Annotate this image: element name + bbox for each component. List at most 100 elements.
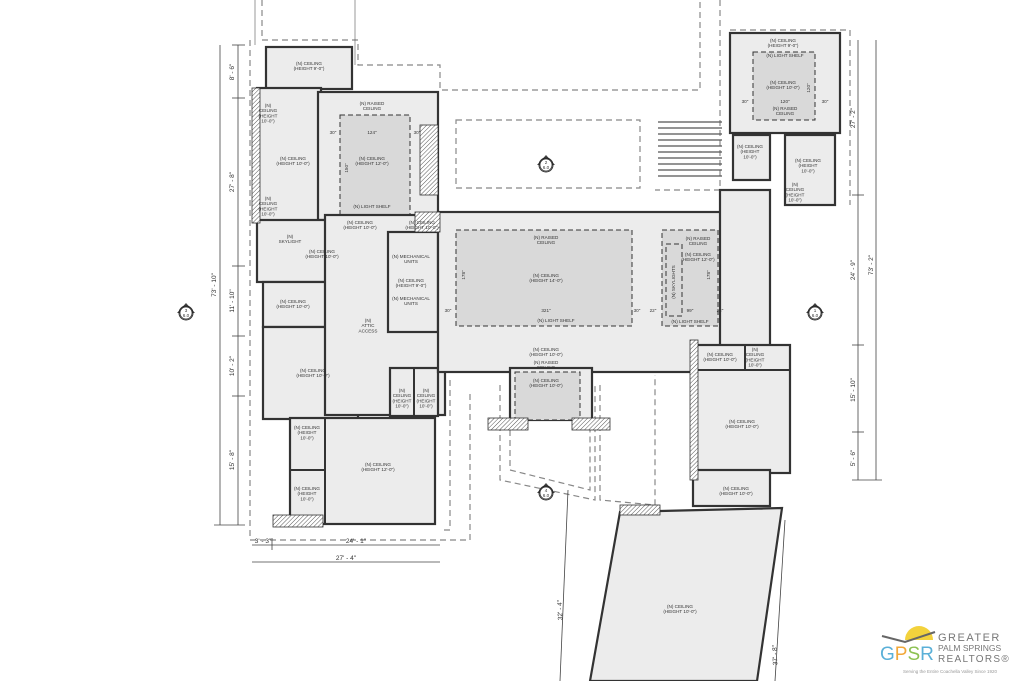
mechanical-room (386, 230, 440, 334)
section-marker-icon: 46.0 (537, 483, 555, 501)
room-label-line: (N) (287, 234, 294, 239)
room-label-line: CEILING (393, 393, 412, 398)
room-label: (N) CEILING(HEIGHT 10'-0") (276, 156, 310, 166)
room-label-line: (N) CEILING (533, 347, 559, 352)
room-label-line: (N) (752, 347, 759, 352)
dimension-left: 27' - 8" (229, 171, 236, 192)
inner-dimension: 30" (742, 99, 749, 104)
room-label: (N) CEILING(HEIGHT 10'-0") (276, 299, 310, 309)
section-marker-icon: 36.0 (177, 303, 195, 321)
inner-dimension: 178" (461, 270, 466, 280)
room-label-line: (N) CEILING (723, 486, 749, 491)
room-label-line: (N) RAISED (686, 236, 711, 241)
room-label-line: (N) CEILING (280, 156, 306, 161)
room-label-line: CEILING (689, 241, 708, 246)
room-label: (N) LIGHT SHELF (671, 319, 708, 324)
room-label: (N) CEILING(HEIGHT 10'-0") (703, 352, 737, 362)
room-label-line: (HEIGHT 10'-0") (703, 357, 737, 362)
room-label-line: (N) RAISED (534, 235, 559, 240)
room-label: (N) CEILING(HEIGHT 9'-0") (768, 38, 799, 48)
room-label-line: (N) CEILING (294, 486, 320, 491)
room-label-line: (HEIGHT 10'-0") (296, 373, 330, 378)
pool-outline (455, 119, 641, 189)
dimension-left: 15' - 8" (229, 449, 236, 470)
room-label: (N) CEILING(HEIGHT 10'-0") (725, 419, 759, 429)
room-label: (N) CEILING(HEIGHT 10'-0") (296, 368, 330, 378)
room-label: (N) CEILING(HEIGHT 10'-0") (663, 604, 697, 614)
dimension-right: 27' - 2" (850, 107, 857, 128)
dimension-right: 5' - 6" (850, 449, 857, 466)
section-markers: 36.026.046.016.0 (177, 155, 824, 501)
room-label-line: (N) (265, 196, 272, 201)
dimension-left: 11' - 10" (229, 289, 236, 313)
room-label-line: CEILING (537, 365, 556, 370)
room-label: (N) CEILING(HEIGHT 10'-0") (766, 80, 800, 90)
room-label-line: CEILING (537, 240, 556, 245)
room-label-line: (N) CEILING (770, 80, 796, 85)
room-label-line: (N) MECHANICAL (392, 254, 430, 259)
dimension-bottom-total: 27' - 4" (336, 555, 357, 562)
inner-dimension: 30" (445, 308, 452, 313)
room-label: (N)SKYLIGHT (279, 234, 302, 244)
room-label-line: (N) CEILING (359, 156, 385, 161)
room-label-line: (HEIGHT 10'-0") (276, 304, 310, 309)
room-label-line: 10'-0") (395, 404, 409, 409)
room-label-line: (HEIGHT 12'-0") (355, 161, 389, 166)
section-marker-number: 4 (545, 488, 548, 493)
room-label-line: (N) CEILING (685, 252, 711, 257)
room-label-line: (HEIGHT 10'-0") (405, 225, 439, 230)
dimension-left: 8' - 6" (229, 63, 236, 80)
room-label-line: ACCESS (359, 328, 378, 333)
inner-dimension: 30" (822, 99, 829, 104)
logo-mark: GPSR (880, 644, 934, 665)
room-label-line: CEILING (417, 393, 436, 398)
room-label-line: (HEIGHT 12'-0") (361, 467, 395, 472)
room-label-line: 10'-0") (300, 435, 314, 440)
room-label-line: (HEIGHT 9'-0") (768, 43, 799, 48)
room-label-line: (N) CEILING (347, 220, 373, 225)
dimension-garage: 37' - 8" (772, 644, 780, 665)
section-marker-sheet: 6.0 (812, 313, 819, 318)
room-label-line: (N) (792, 182, 799, 187)
room-label-line: 10'-0") (300, 496, 314, 501)
room-label: (N) CEILING(HEIGHT 14'-0") (529, 273, 563, 283)
skylights-label: (N) SKYLIGHTS (671, 265, 676, 298)
room-label-line: (N) RAISED (534, 360, 559, 365)
room-label-line: (HEIGHT 10'-0") (343, 225, 377, 230)
room-label-line: (HEIGHT (259, 206, 278, 211)
room-label-line: (N) LIGHT SHELF (537, 318, 574, 323)
room-label-line: (N) (265, 103, 272, 108)
room-label-line: (HEIGHT (799, 163, 818, 168)
room-label-line: (N) CEILING (309, 249, 335, 254)
room-label-line: UNITS (404, 301, 418, 306)
room-label-line: (N) CEILING (300, 368, 326, 373)
dimension-left: 10' - 2" (229, 355, 236, 376)
room-label-line: (N) (399, 388, 406, 393)
room-label: (N) CEILING(HEIGHT 10'-0") (529, 378, 563, 388)
inner-dimension: 178" (706, 270, 711, 280)
inner-dimension: 99" (687, 308, 694, 313)
logo-line1: GREATER (938, 632, 1001, 644)
room-label-line: (HEIGHT 12'-0") (681, 257, 715, 262)
gpsr-logo: GPSR GREATER PALM SPRINGS REALTORS® Serv… (880, 626, 1009, 674)
room-label-line: (HEIGHT 10'-0") (529, 352, 563, 357)
room-label-line: (HEIGHT 10'-0") (663, 609, 697, 614)
room-label-line: (HEIGHT 10'-0") (766, 85, 800, 90)
dimension-right: 15' - 10" (850, 377, 857, 401)
room-label-line: 10'-0") (261, 119, 275, 124)
room-label-line: (N) CEILING (729, 419, 755, 424)
inner-dimension: 120" (806, 83, 811, 93)
room-label-line: (HEIGHT (417, 398, 436, 403)
room-label-line: (HEIGHT 14'-0") (529, 278, 563, 283)
room-label-line: (N) CEILING (533, 273, 559, 278)
room-label-line: CEILING (746, 352, 765, 357)
section-marker-sheet: 6.0 (543, 165, 550, 170)
room-label-line: (N) CEILING (296, 61, 322, 66)
logo-tagline: Serving the Entire Coachella Valley Sinc… (903, 669, 997, 674)
